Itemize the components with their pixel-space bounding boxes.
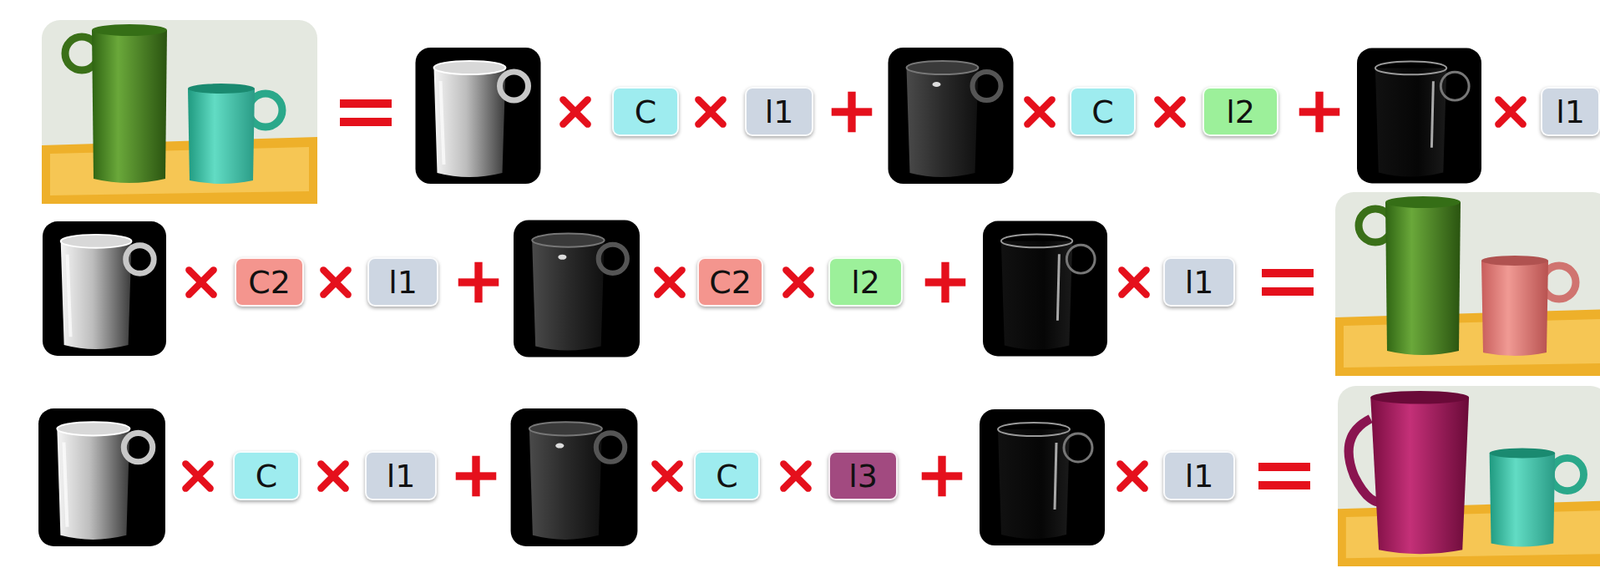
times-sign [698,99,723,124]
factor-tile: C [693,450,760,501]
times-sign [1157,99,1182,124]
factor-tile: l1 [364,450,437,501]
factor-label: l1 [386,460,416,492]
factor-tile: l1 [1540,86,1600,137]
shading-image [979,409,1105,546]
factor-label: l3 [848,460,878,492]
equals-sign [339,99,392,127]
factor-tile: l2 [828,257,903,307]
factor-label: C [255,460,279,492]
shading-image [415,47,542,184]
times-sign [1119,463,1145,488]
shading-image [888,47,1014,184]
factor-label: l2 [850,266,881,299]
times-sign [320,463,345,488]
factor-label: l1 [764,96,795,128]
factor-label: C [634,96,658,128]
plus-sign [458,262,500,304]
equals-sign [1261,268,1314,296]
plus-sign [921,455,963,497]
factor-label: l1 [1184,266,1215,299]
factor-tile: l1 [744,86,814,137]
factor-label: C [1091,96,1114,128]
times-sign [1498,99,1523,124]
times-sign [188,269,213,294]
factor-label: l2 [1225,96,1256,128]
equals-sign [1258,462,1311,490]
factor-label: l1 [1555,96,1585,128]
factor-tile: C2 [234,257,304,307]
factor-tile: l1 [1163,257,1236,307]
factor-tile: l2 [1202,86,1279,137]
shading-image [42,221,167,356]
photo-mugs [1335,192,1600,376]
times-sign [323,269,348,294]
factor-tile: l1 [367,257,439,307]
plus-sign [1299,91,1341,133]
times-sign [785,269,811,294]
times-sign [185,463,210,488]
times-sign [657,269,682,294]
factor-tile: C [612,86,679,137]
factor-label: C2 [248,266,291,299]
factor-tile: C [232,450,300,501]
times-sign [1121,269,1146,294]
factor-tile: C [1069,86,1136,137]
factor-label: l1 [388,266,418,299]
times-sign [783,463,808,488]
photo-mugs [41,20,318,204]
factor-label: C [715,460,739,492]
times-sign [562,99,588,124]
times-sign [1027,99,1052,124]
times-sign [654,463,679,488]
factor-label: C2 [708,266,752,299]
factor-tile: l1 [1163,450,1236,501]
shading-image [511,408,638,547]
plus-sign [831,91,873,133]
shading-image [982,221,1108,357]
factor-tile: l3 [828,450,898,501]
plus-sign [455,455,497,497]
plus-sign [925,262,967,304]
photo-mugs [1337,385,1600,567]
shading-image [38,408,166,547]
factor-tile: C2 [697,257,764,307]
shading-image [513,219,640,357]
factor-label: l1 [1184,460,1215,492]
shading-image [1356,48,1482,184]
